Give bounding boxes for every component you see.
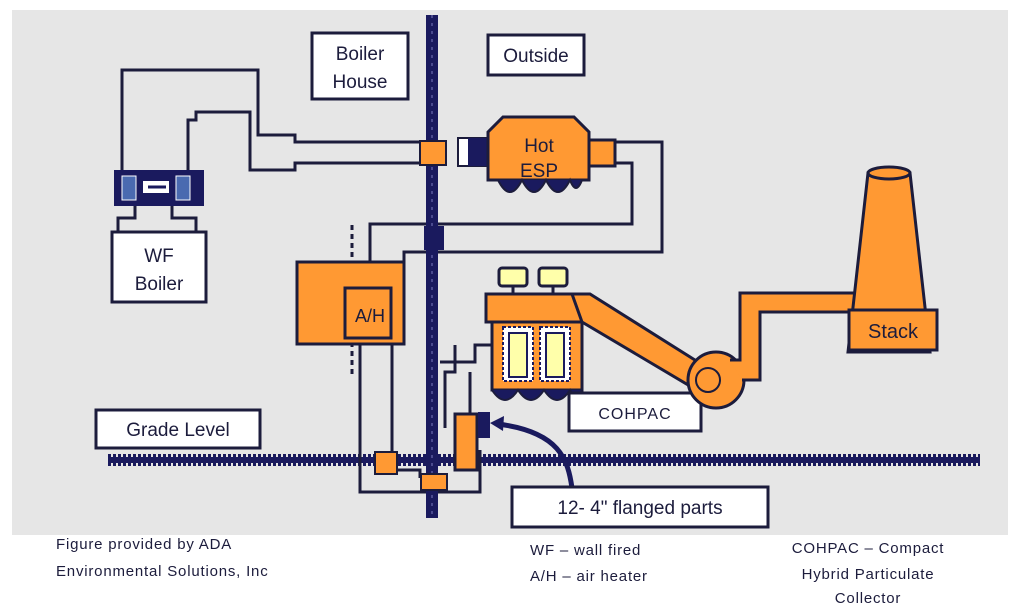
wall-flange-middle	[424, 226, 444, 250]
cohpac-definition-line-1: COHPAC – Compact	[792, 540, 945, 557]
credit-line-2: Environmental Solutions, Inc	[56, 563, 269, 580]
flanged-parts-label-box	[510, 485, 770, 529]
air-heater-label: A/H	[355, 306, 385, 326]
boiler-house-label-box	[310, 31, 410, 101]
flanged-parts-arrow	[497, 421, 575, 489]
flanged-section	[453, 412, 479, 472]
cohpac-label-box	[567, 391, 703, 433]
outside-label-box	[486, 33, 586, 77]
hot-esp-label-line2: ESP	[520, 161, 558, 182]
boiler-house-label-line2: House	[333, 72, 388, 93]
grade-flange	[374, 451, 398, 475]
flanged-section-cap	[478, 412, 490, 438]
wf-definition: WF – wall fired	[530, 542, 641, 559]
ah-definition: A/H – air heater	[530, 568, 648, 585]
hot-esp-label-line1: Hot	[524, 136, 554, 157]
credit-line-1: Figure provided by ADA	[56, 536, 232, 553]
cohpac-label: COHPAC	[598, 406, 671, 423]
wall-flange-upper	[419, 140, 447, 166]
stack-label: Stack	[868, 321, 919, 343]
outside-label: Outside	[503, 46, 568, 67]
cohpac-definition-line-2: Hybrid Particulate	[802, 566, 935, 583]
hot-esp	[457, 115, 617, 193]
cohpac-baghouse	[484, 266, 717, 401]
stack-label-box	[847, 308, 939, 352]
wf-boiler-label-line1: WF	[144, 246, 174, 267]
grade-level-label: Grade Level	[126, 420, 230, 441]
grade-level-label-box	[94, 408, 262, 450]
wf-boiler-label-box	[110, 230, 208, 304]
air-heater-label-box	[343, 286, 393, 340]
wall-flange-lower	[420, 473, 448, 491]
stack	[846, 165, 932, 354]
boiler-house-label-line1: Boiler	[336, 44, 385, 65]
cohpac-definition-line-3: Collector	[835, 590, 901, 607]
wf-boiler	[114, 170, 204, 206]
flanged-parts-label: 12- 4" flanged parts	[557, 498, 722, 519]
wf-boiler-label-line2: Boiler	[135, 274, 184, 295]
